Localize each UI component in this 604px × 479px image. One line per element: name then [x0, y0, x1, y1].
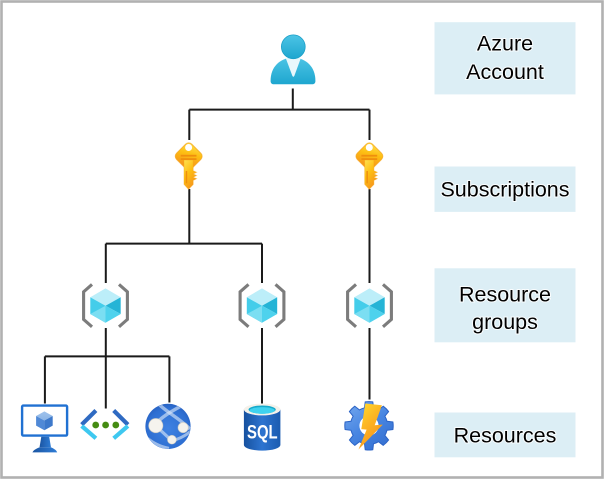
svg-text:Account: Account: [466, 60, 544, 84]
svg-text:SQL: SQL: [247, 422, 278, 444]
svg-text:Subscriptions: Subscriptions: [440, 178, 569, 202]
svg-text:Resources: Resources: [454, 424, 557, 448]
svg-text:groups: groups: [472, 310, 538, 334]
svg-text:Azure: Azure: [477, 32, 533, 56]
svg-text:Resource: Resource: [459, 283, 551, 307]
